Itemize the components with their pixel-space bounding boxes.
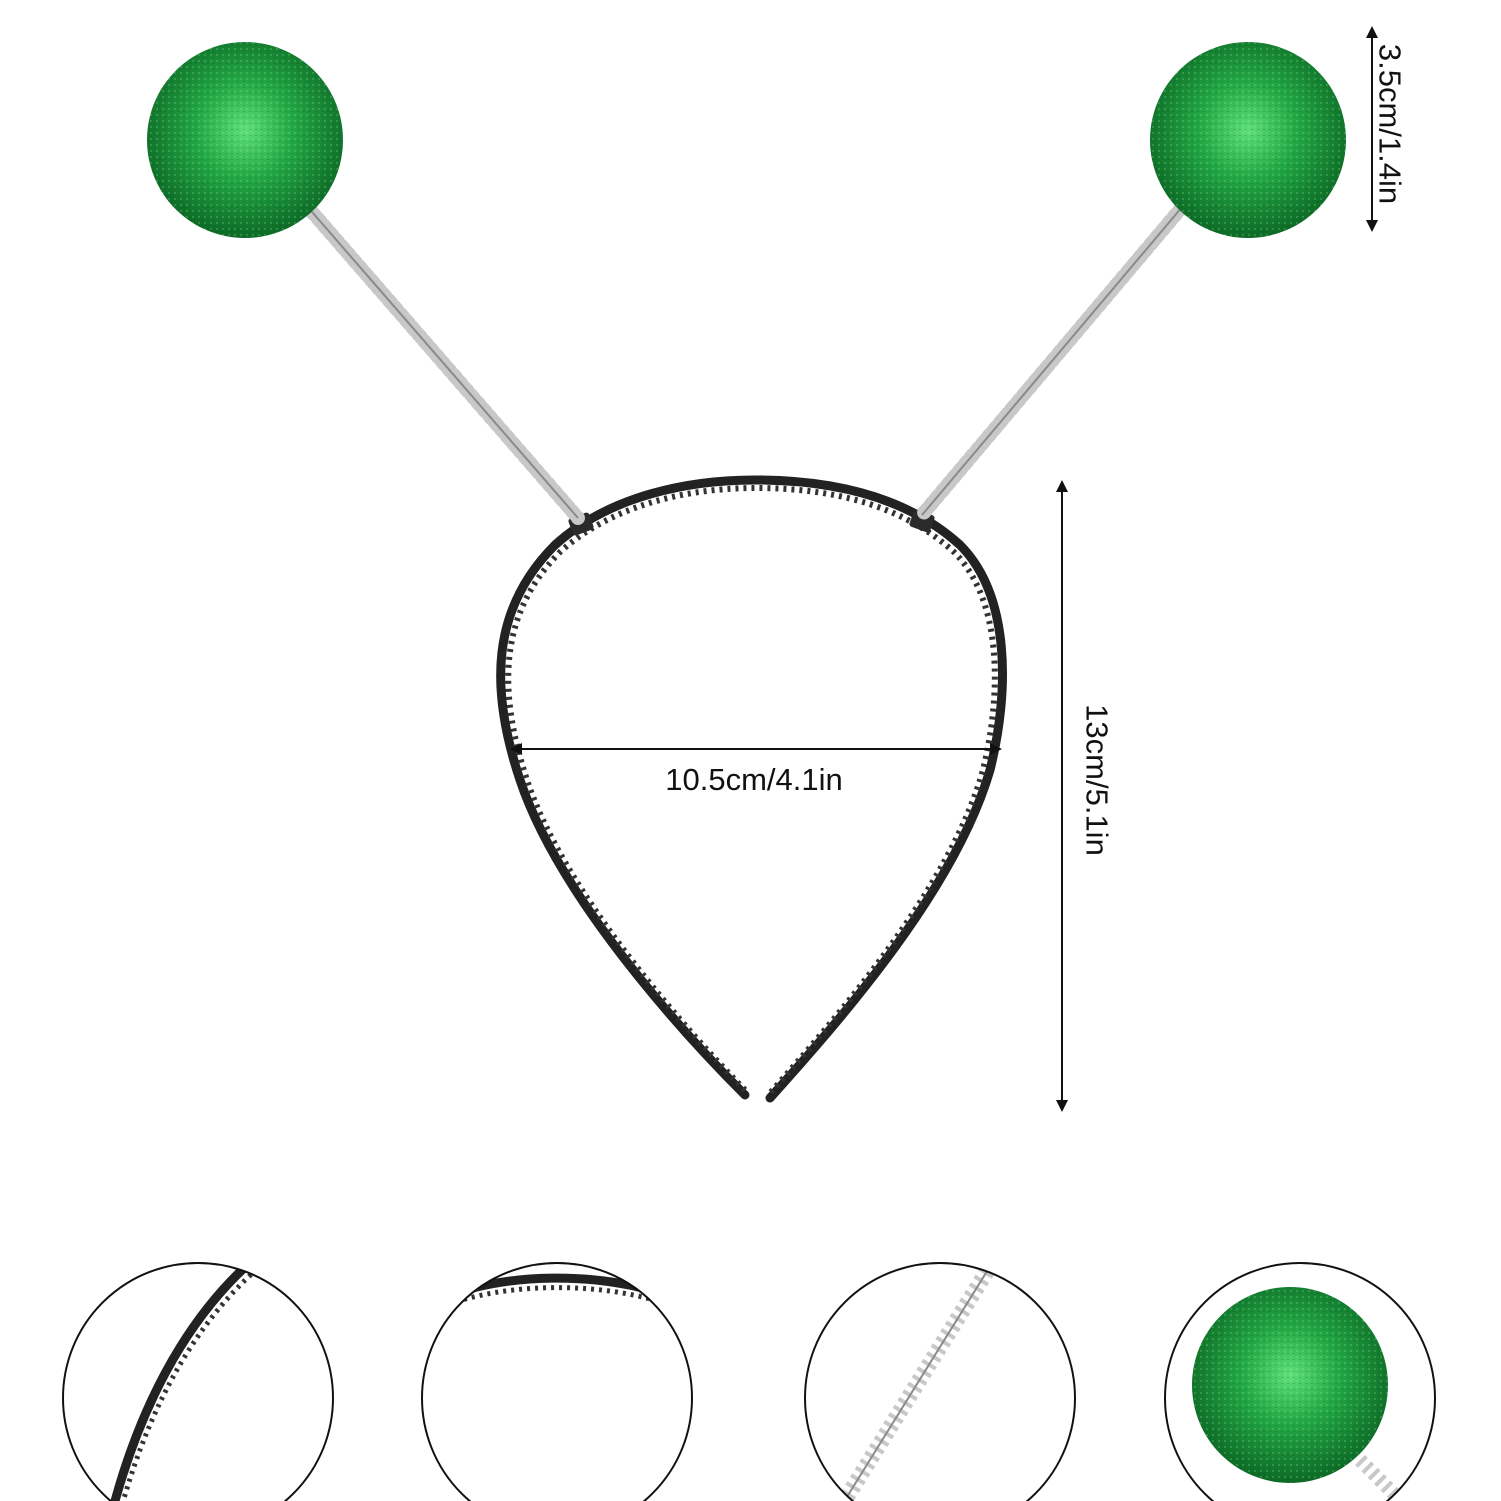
ball-size-dimension: 3.5cm/1.4in [1366,26,1408,232]
band-height-dimension: 13cm/5.1in [1056,480,1115,1112]
band-width-label: 10.5cm/4.1in [665,762,843,797]
headband-teeth [505,484,998,1095]
left-spring-core [305,204,579,519]
right-ball [1150,42,1346,238]
right-spring-core [921,199,1189,516]
band-teeth-detail [421,1262,693,1501]
band-joint-detail [62,1262,334,1501]
left-ball [147,42,343,238]
ball-detail [1164,1262,1436,1501]
band-width-dimension: 10.5cm/4.1in [510,743,1002,797]
headband-outer-edge [496,475,1007,1103]
spring-detail [804,1262,1076,1501]
headband [496,475,1007,1103]
band-height-label: 13cm/5.1in [1080,704,1115,856]
ball-size-label: 3.5cm/1.4in [1373,44,1408,204]
